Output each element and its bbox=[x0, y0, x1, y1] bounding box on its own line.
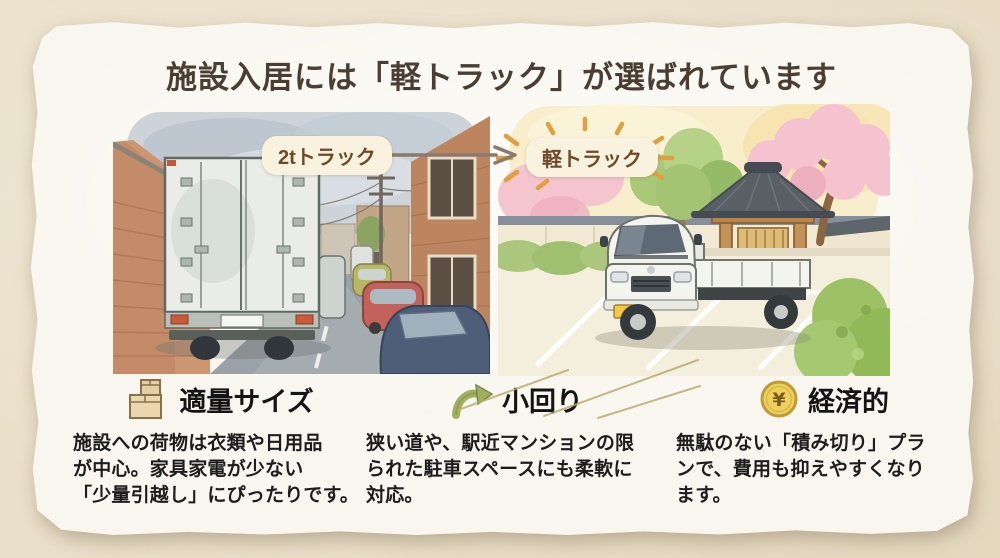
label-2t-truck-text: 2tトラック bbox=[278, 147, 376, 169]
feature-maneuverability-heading: 小回り bbox=[502, 386, 583, 417]
boxes-icon bbox=[129, 379, 163, 419]
paper-sheet: 施設入居には「軽トラック」が選ばれています bbox=[28, 20, 975, 536]
feature-economy: ¥ 経済的 無駄のない「積み切り」プラ ンで、費用も抑えやすくなり ます。 bbox=[676, 376, 972, 508]
feature-economy-header: ¥ 経済的 bbox=[676, 376, 972, 422]
kei-truck-facility-gate-illustration bbox=[498, 104, 890, 376]
label-kei-truck: 軽トラック bbox=[526, 138, 658, 177]
curved-arrow-icon bbox=[452, 383, 493, 419]
label-kei-truck-text: 軽トラック bbox=[542, 149, 642, 171]
2t-truck-narrow-street-illustration bbox=[113, 112, 490, 374]
feature-size: 適量サイズ 施設への荷物は衣類や日用品 が中心。家具家電が少ない 「少量引越し」… bbox=[73, 376, 365, 508]
yen-coin-icon: ¥ bbox=[760, 380, 798, 418]
kei-truck bbox=[595, 214, 811, 350]
cherry-tree-right bbox=[748, 104, 890, 246]
grass-strokes-decoration bbox=[457, 359, 701, 419]
feature-maneuverability-header: 小回り bbox=[366, 376, 664, 422]
feature-economy-body: 無駄のない「積み切り」プラ ンで、費用も抑えやすくなり ます。 bbox=[676, 433, 926, 506]
feature-size-body: 施設への荷物は衣類や日用品 が中心。家具家電が少ない 「少量引越し」にぴったりで… bbox=[73, 433, 360, 506]
page-title: 施設入居には「軽トラック」が選ばれています bbox=[165, 60, 838, 95]
yen-symbol-text: ¥ bbox=[772, 389, 785, 411]
feature-size-header: 適量サイズ bbox=[73, 376, 365, 422]
sparkle-burst-icon bbox=[495, 116, 675, 191]
feature-size-heading: 適量サイズ bbox=[179, 386, 314, 417]
feature-maneuverability: 小回り 狭い道や、駅近マンションの限 られた駐車スペースにも柔軟に 対応。 bbox=[366, 376, 664, 508]
paper-surface: 施設入居には「軽トラック」が選ばれています bbox=[30, 22, 975, 535]
feature-economy-heading: 経済的 bbox=[808, 386, 889, 417]
feature-maneuverability-body: 狭い道や、駅近マンションの限 られた駐車スペースにも柔軟に 対応。 bbox=[366, 433, 635, 506]
parked-cars bbox=[350, 245, 490, 374]
2t-box-truck bbox=[155, 156, 346, 360]
label-2t-truck: 2tトラック bbox=[262, 136, 392, 175]
